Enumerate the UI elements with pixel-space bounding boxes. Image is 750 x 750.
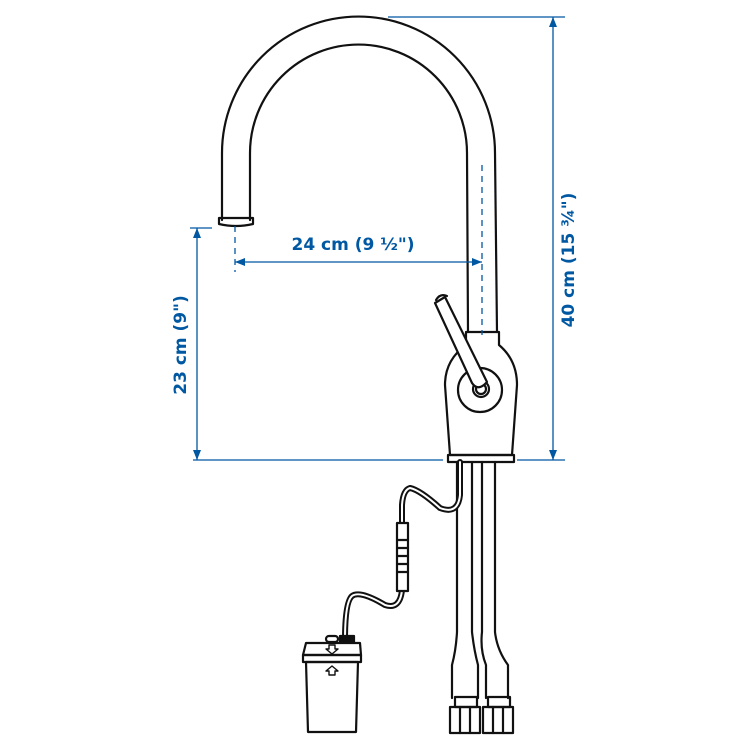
water-filter <box>301 634 363 734</box>
faucet-body <box>443 330 519 464</box>
supply-hoses <box>448 460 515 735</box>
faucet-spout <box>217 15 499 334</box>
dimension-lines <box>190 16 565 461</box>
lever-handle <box>433 294 489 389</box>
hose-connector <box>395 521 410 593</box>
total-height-label: 40 cm (15 ¾") <box>559 193 579 328</box>
filter-hose-inner <box>344 461 461 641</box>
spout-reach-label: 24 cm (9 ½") <box>291 235 414 255</box>
spout-height-label: 23 cm (9") <box>171 295 191 395</box>
